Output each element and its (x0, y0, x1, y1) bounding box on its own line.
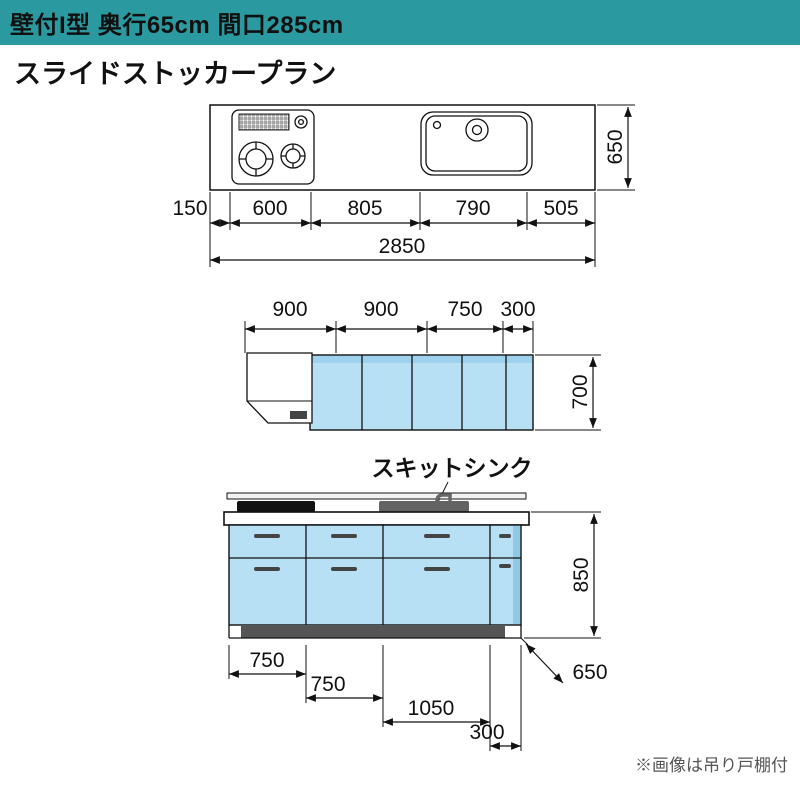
sink-outline (420, 111, 533, 176)
plan-name-title: スライドストッカープラン (14, 59, 336, 89)
wall-cabinet-top-band (311, 356, 532, 363)
faucet-icon (435, 493, 452, 514)
dim-label-505: 505 (543, 197, 578, 220)
base-cabinet-elevation: スキットシンク (223, 455, 608, 751)
dim-label-805: 805 (347, 197, 382, 220)
dim-label-plan-depth: 650 (604, 129, 627, 164)
wall-cabinet-elevation: 900 900 750 300 70 (244, 298, 601, 431)
kitchen-plan-diagram: スライドストッカープラン (14, 59, 788, 775)
large-burner-icon (238, 141, 274, 177)
title-bar: 壁付I型 奥行65cm 間口285cm (0, 0, 800, 45)
grill-icon (238, 113, 290, 131)
hood-vent-icon (290, 411, 307, 419)
dim-label-150: 150 (172, 197, 207, 220)
dim-wall-height: 700 (535, 354, 601, 431)
dim-label-700: 700 (569, 374, 592, 409)
drawer-handle (254, 534, 280, 538)
drawer-handle (499, 534, 511, 538)
floor-line (228, 625, 522, 639)
toe-kick (241, 626, 505, 638)
base-cabinet-dividers (305, 525, 491, 625)
dim-label-750w: 750 (447, 298, 482, 321)
base-cabinet-body (228, 524, 522, 626)
dim-wall-segments: 900 900 750 300 (244, 298, 536, 353)
dim-label-900b: 900 (363, 298, 398, 321)
dim-plan-depth: 650 (597, 104, 635, 191)
end-panel-shading (513, 526, 520, 624)
dim-base-depth: 650 (520, 637, 608, 684)
dim-label-850: 850 (570, 557, 593, 592)
dim-base-segments: 750 750 1050 300 (228, 645, 522, 751)
drawer-handles (254, 534, 511, 571)
drawer-handle (331, 534, 357, 538)
sink-callout-label: スキットシンク (372, 455, 533, 481)
cooktop-icon (237, 501, 315, 512)
plan-view: 650 150 600 805 790 505 2850 (172, 104, 635, 267)
dim-label-750b: 750 (310, 673, 345, 696)
dim-label-600: 600 (252, 197, 287, 220)
drawer-handle (424, 567, 450, 571)
footnote-text: ※画像は吊り戸棚付 (635, 756, 788, 775)
dim-label-300b: 300 (469, 721, 504, 744)
small-burner-center (297, 118, 305, 126)
range-hood (246, 352, 313, 424)
dim-plan-total: 2850 (210, 235, 595, 264)
drawer-handle (499, 564, 511, 568)
dim-label-650-depth: 650 (572, 661, 607, 684)
faucet-hole-center (471, 124, 483, 136)
dim-label-750a: 750 (249, 649, 284, 672)
sink-top-view (420, 111, 533, 176)
backsplash-rail (226, 492, 527, 500)
small-burner-icon (294, 115, 308, 129)
dim-label-790: 790 (455, 197, 490, 220)
wall-cabinet-doors (309, 354, 534, 431)
sink-inner (425, 115, 528, 172)
drawer-handle (254, 567, 280, 571)
medium-burner-icon (280, 143, 306, 169)
soap-dispenser-icon (432, 120, 442, 130)
dim-base-height: 850 (524, 511, 601, 639)
dim-label-1050: 1050 (408, 697, 455, 720)
countertop-front (223, 511, 530, 526)
dim-plan-segments: 150 600 805 790 505 (172, 192, 596, 267)
kitchen-spec-title: 壁付I型 奥行65cm 間口285cm (10, 12, 344, 39)
dim-label-900a: 900 (272, 298, 307, 321)
stove-outline (231, 109, 315, 185)
sink-front-edge (379, 501, 469, 512)
drawer-handle (424, 534, 450, 538)
faucet-hole-icon (465, 118, 489, 142)
dim-label-300w: 300 (500, 298, 535, 321)
wall-cabinet-door-lines (361, 355, 507, 430)
dim-label-2850: 2850 (379, 235, 426, 258)
drawer-handle (331, 567, 357, 571)
stove-top-view (231, 109, 315, 185)
